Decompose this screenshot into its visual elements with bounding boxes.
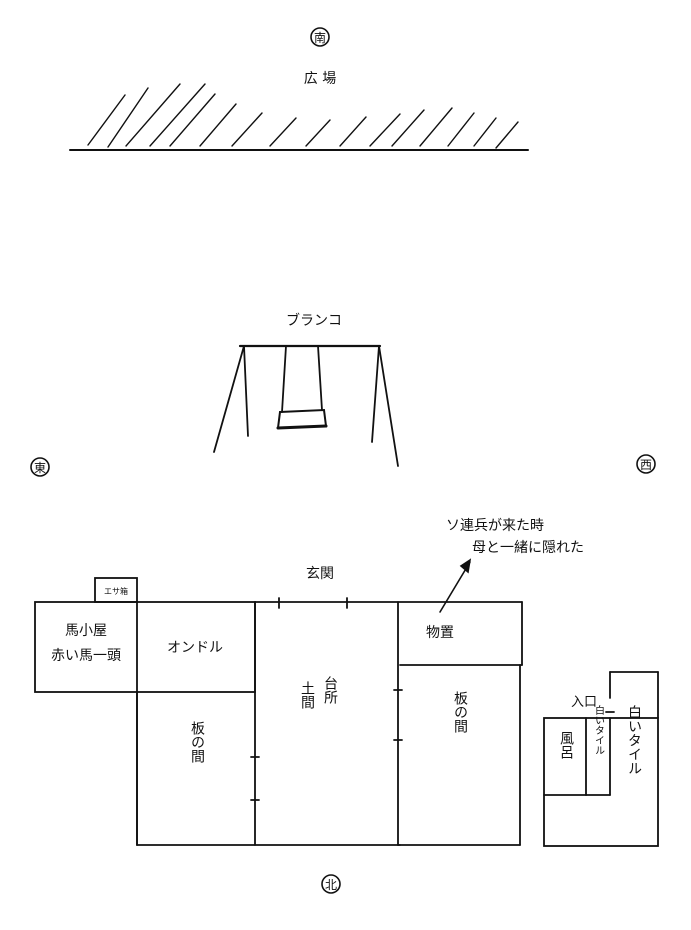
stable-label-2: 赤い馬一頭 [51,648,121,664]
annotation-line-2: 母と一緒に隠れた [472,540,584,556]
plaza-hatching [69,83,529,151]
stable-label-1: 馬小屋 [65,623,107,639]
compass-west: 西 [636,454,656,474]
doma-label: 土間 [299,681,315,710]
compass-south: 南 [310,27,330,47]
annotation-arrow [439,558,472,613]
compass-south-label: 南 [314,30,326,45]
white-tile-inner-label: 白いタイル [593,704,605,755]
bath-walls [543,671,659,847]
bath-entrance-label: 入口 [571,695,597,710]
kitchen-label: 台所 [322,676,338,704]
plaza-label: 広 場 [304,71,336,87]
swing-drawing [213,344,399,467]
wood-room-left-label: 板の間 [189,721,205,764]
entrance-label: 玄関 [306,565,334,582]
compass-west-label: 西 [640,458,652,472]
annotation-line-1: ソ連兵が来た時 [446,518,544,534]
ondol-label: オンドル [167,640,223,656]
bath-room-label: 風呂 [558,731,574,759]
compass-north: 北 [321,874,341,894]
wood-room-right-label: 板の間 [452,691,468,734]
white-tile-outer-label: 白いタイル [626,705,642,775]
feed-box-label: エサ箱 [104,586,128,596]
compass-north-label: 北 [325,878,337,892]
compass-east: 東 [30,457,50,477]
storage-label: 物置 [426,625,454,641]
house-walls [34,577,523,846]
compass-east-label: 東 [34,461,46,475]
swing-label: ブランコ [286,312,342,329]
